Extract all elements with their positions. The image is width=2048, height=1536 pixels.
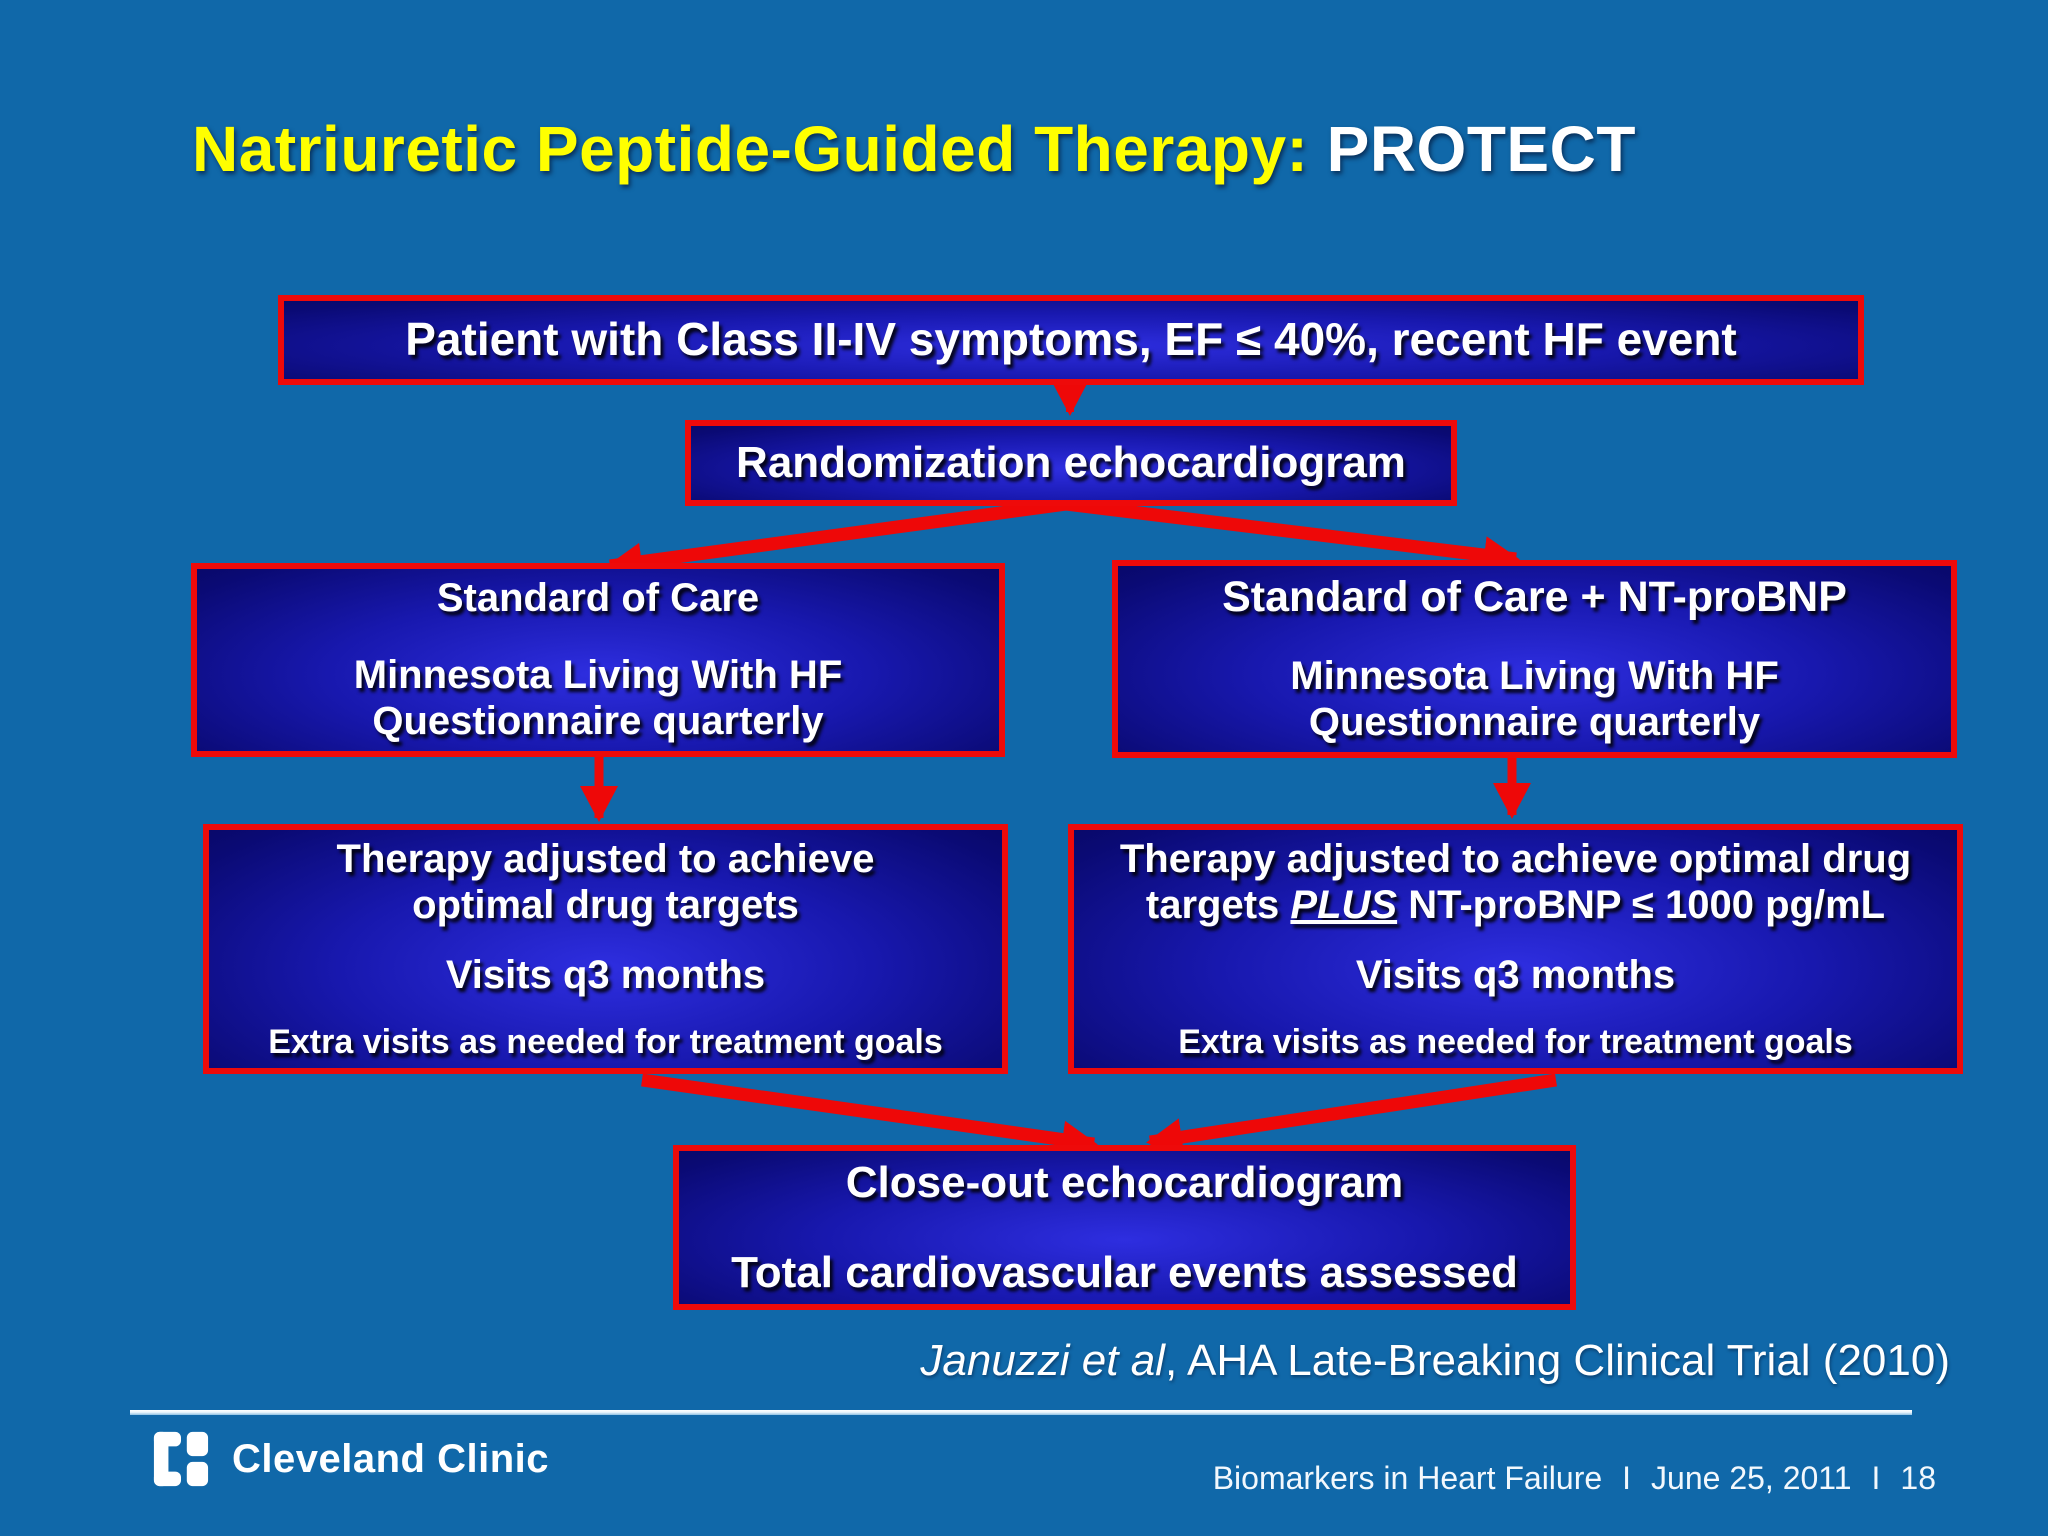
- therapy-right-title: Therapy adjusted to achieve optimal drug…: [1119, 836, 1912, 928]
- therapy-left-visits: Visits q3 months: [445, 953, 766, 998]
- randomization-box-text: Randomization echocardiogram: [736, 438, 1406, 488]
- citation-rest: , AHA Late-Breaking Clinical Trial (2010…: [1164, 1336, 1950, 1385]
- slide-title: Natriuretic Peptide-Guided Therapy: PROT…: [192, 112, 1636, 186]
- arrow-randomization-to-right: [1065, 497, 1520, 574]
- arrow-righttherapy-to-closeout: [1146, 1073, 1557, 1156]
- slide-title-lead: Natriuretic Peptide-Guided Therapy:: [192, 113, 1309, 185]
- therapy-left-extra: Extra visits as needed for treatment goa…: [268, 1022, 943, 1061]
- patient-box: Patient with Class II-IV symptoms, EF ≤ …: [278, 295, 1864, 385]
- cleveland-clinic-wordmark: Cleveland Clinic: [232, 1436, 549, 1481]
- footer-course: Biomarkers in Heart Failure: [1212, 1460, 1603, 1496]
- standard-care-ntprobnp-title: Standard of Care + NT-proBNP: [1222, 572, 1847, 621]
- footer-brand: Cleveland Clinic: [152, 1430, 549, 1488]
- randomization-box: Randomization echocardiogram: [685, 420, 1457, 506]
- therapy-right-visits: Visits q3 months: [1355, 953, 1676, 998]
- footer-page-number: 18: [1900, 1460, 1936, 1496]
- slide-title-emphasis: PROTECT: [1326, 113, 1636, 185]
- arrow-lefttherapy-to-closeout: [641, 1073, 1098, 1159]
- patient-box-text: Patient with Class II-IV symptoms, EF ≤ …: [405, 313, 1737, 366]
- cleveland-clinic-logo-icon: [153, 1431, 209, 1487]
- citation-authors: Januzzi et al: [920, 1336, 1165, 1385]
- standard-care-ntprobnp-body: Minnesota Living With HF Questionnaire q…: [1290, 653, 1779, 744]
- therapy-right-box: Therapy adjusted to achieve optimal drug…: [1068, 824, 1963, 1074]
- footer-info: Biomarkers in Heart Failure I June 25, 201…: [1213, 1460, 1936, 1497]
- closeout-box: Close-out echocardiogram Total cardiovas…: [673, 1145, 1576, 1310]
- footer-divider: [130, 1410, 1912, 1415]
- footer-separator: I: [1622, 1460, 1632, 1496]
- therapy-right-title-line2: targets PLUS NT-proBNP ≤ 1000 pg/mL: [1145, 883, 1886, 928]
- closeout-line2: Total cardiovascular events assessed: [731, 1247, 1518, 1297]
- arrow-randomization-to-left: [606, 497, 1067, 581]
- standard-care-ntprobnp-box: Standard of Care + NT-proBNP Minnesota L…: [1112, 560, 1957, 758]
- therapy-right-extra: Extra visits as needed for treatment goa…: [1178, 1022, 1853, 1061]
- citation: Januzzi et al, AHA Late-Breaking Clinica…: [850, 1336, 1950, 1386]
- standard-care-box: Standard of Care Minnesota Living With H…: [191, 563, 1005, 757]
- footer-separator: I: [1871, 1460, 1881, 1496]
- closeout-line1: Close-out echocardiogram: [845, 1158, 1404, 1208]
- therapy-left-title: Therapy adjusted to achieve optimal drug…: [336, 836, 875, 928]
- footer-date: June 25, 2011: [1651, 1460, 1852, 1496]
- standard-care-body: Minnesota Living With HF Questionnaire q…: [353, 652, 843, 744]
- therapy-left-box: Therapy adjusted to achieve optimal drug…: [203, 824, 1008, 1074]
- plus-emphasis: PLUS: [1290, 883, 1398, 928]
- standard-care-title: Standard of Care: [436, 576, 760, 621]
